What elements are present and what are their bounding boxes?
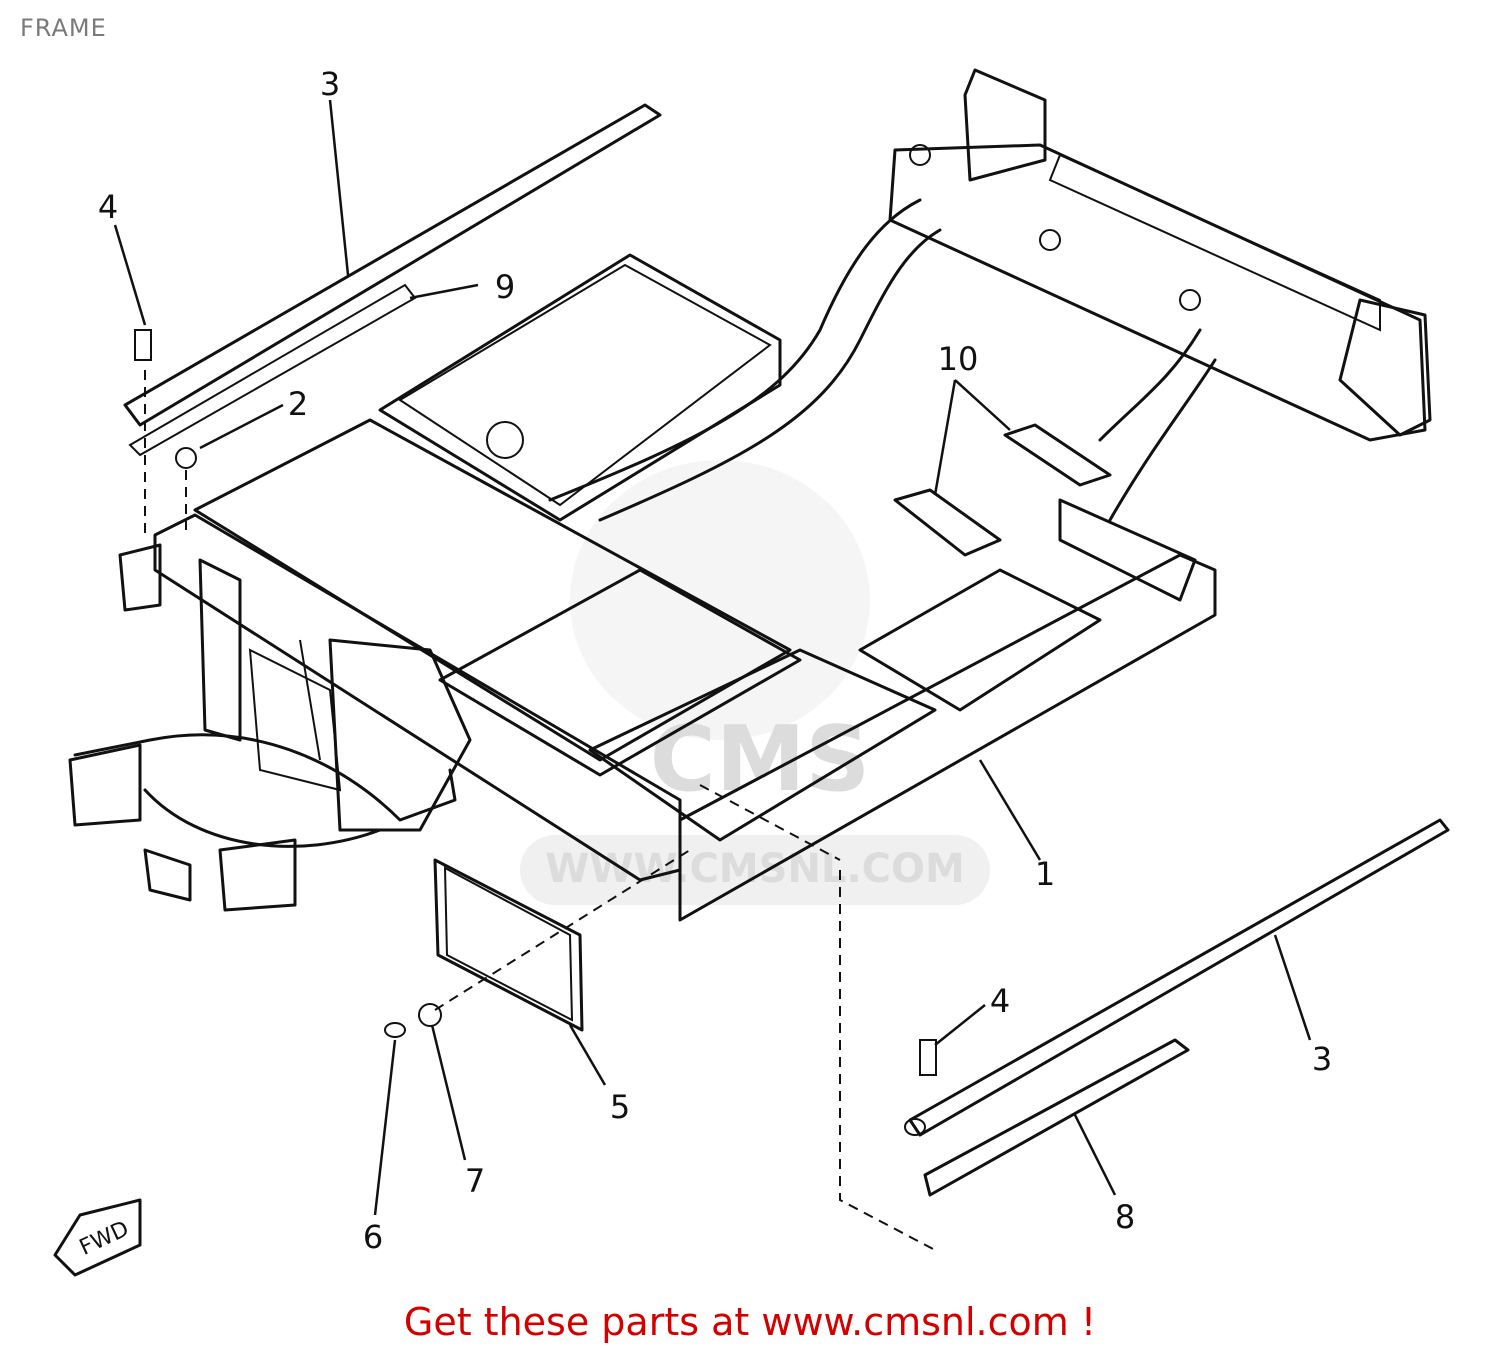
part-5-plate: [433, 858, 584, 1032]
bolt-4-upper: [134, 329, 152, 361]
fwd-arrow-icon: FWD: [53, 1198, 142, 1277]
callout-leaders: [113, 99, 1312, 1216]
washer-7: [418, 1003, 442, 1027]
callout-10: 10: [938, 340, 979, 378]
main-frame: [68, 68, 1432, 922]
callout-3-lower: 3: [1312, 1040, 1332, 1078]
callout-numbers: 1 2 3 3 4 4 5 6 7 8 9 10: [98, 65, 1332, 1256]
cms-watermark: CMS WWW.CMSNL.COM: [520, 460, 990, 905]
page-title: FRAME: [20, 14, 107, 42]
callout-7: 7: [465, 1162, 485, 1200]
callout-4-lower: 4: [990, 982, 1010, 1020]
part-8-bar: [923, 1038, 1190, 1197]
fwd-label: FWD: [76, 1216, 133, 1260]
callout-8: 8: [1115, 1198, 1135, 1236]
callout-4-upper: 4: [98, 188, 118, 226]
callout-6: 6: [363, 1218, 383, 1256]
watermark-url: WWW.CMSNL.COM: [545, 846, 965, 892]
bolt-6: [384, 1022, 406, 1038]
part-3-lower-bar: [904, 818, 1450, 1137]
callout-9: 9: [495, 268, 515, 306]
callout-1: 1: [1035, 855, 1055, 893]
watermark-logo: CMS: [650, 707, 870, 812]
bolt-4-lower: [919, 1039, 937, 1076]
callout-5: 5: [610, 1088, 630, 1126]
get-parts-link[interactable]: Get these parts at www.cmsnl.com !: [403, 1300, 1097, 1344]
callout-2: 2: [288, 385, 308, 423]
washer-2: [175, 447, 197, 469]
callout-3-upper: 3: [320, 65, 340, 103]
assembly-guide-lines: [144, 370, 936, 1251]
